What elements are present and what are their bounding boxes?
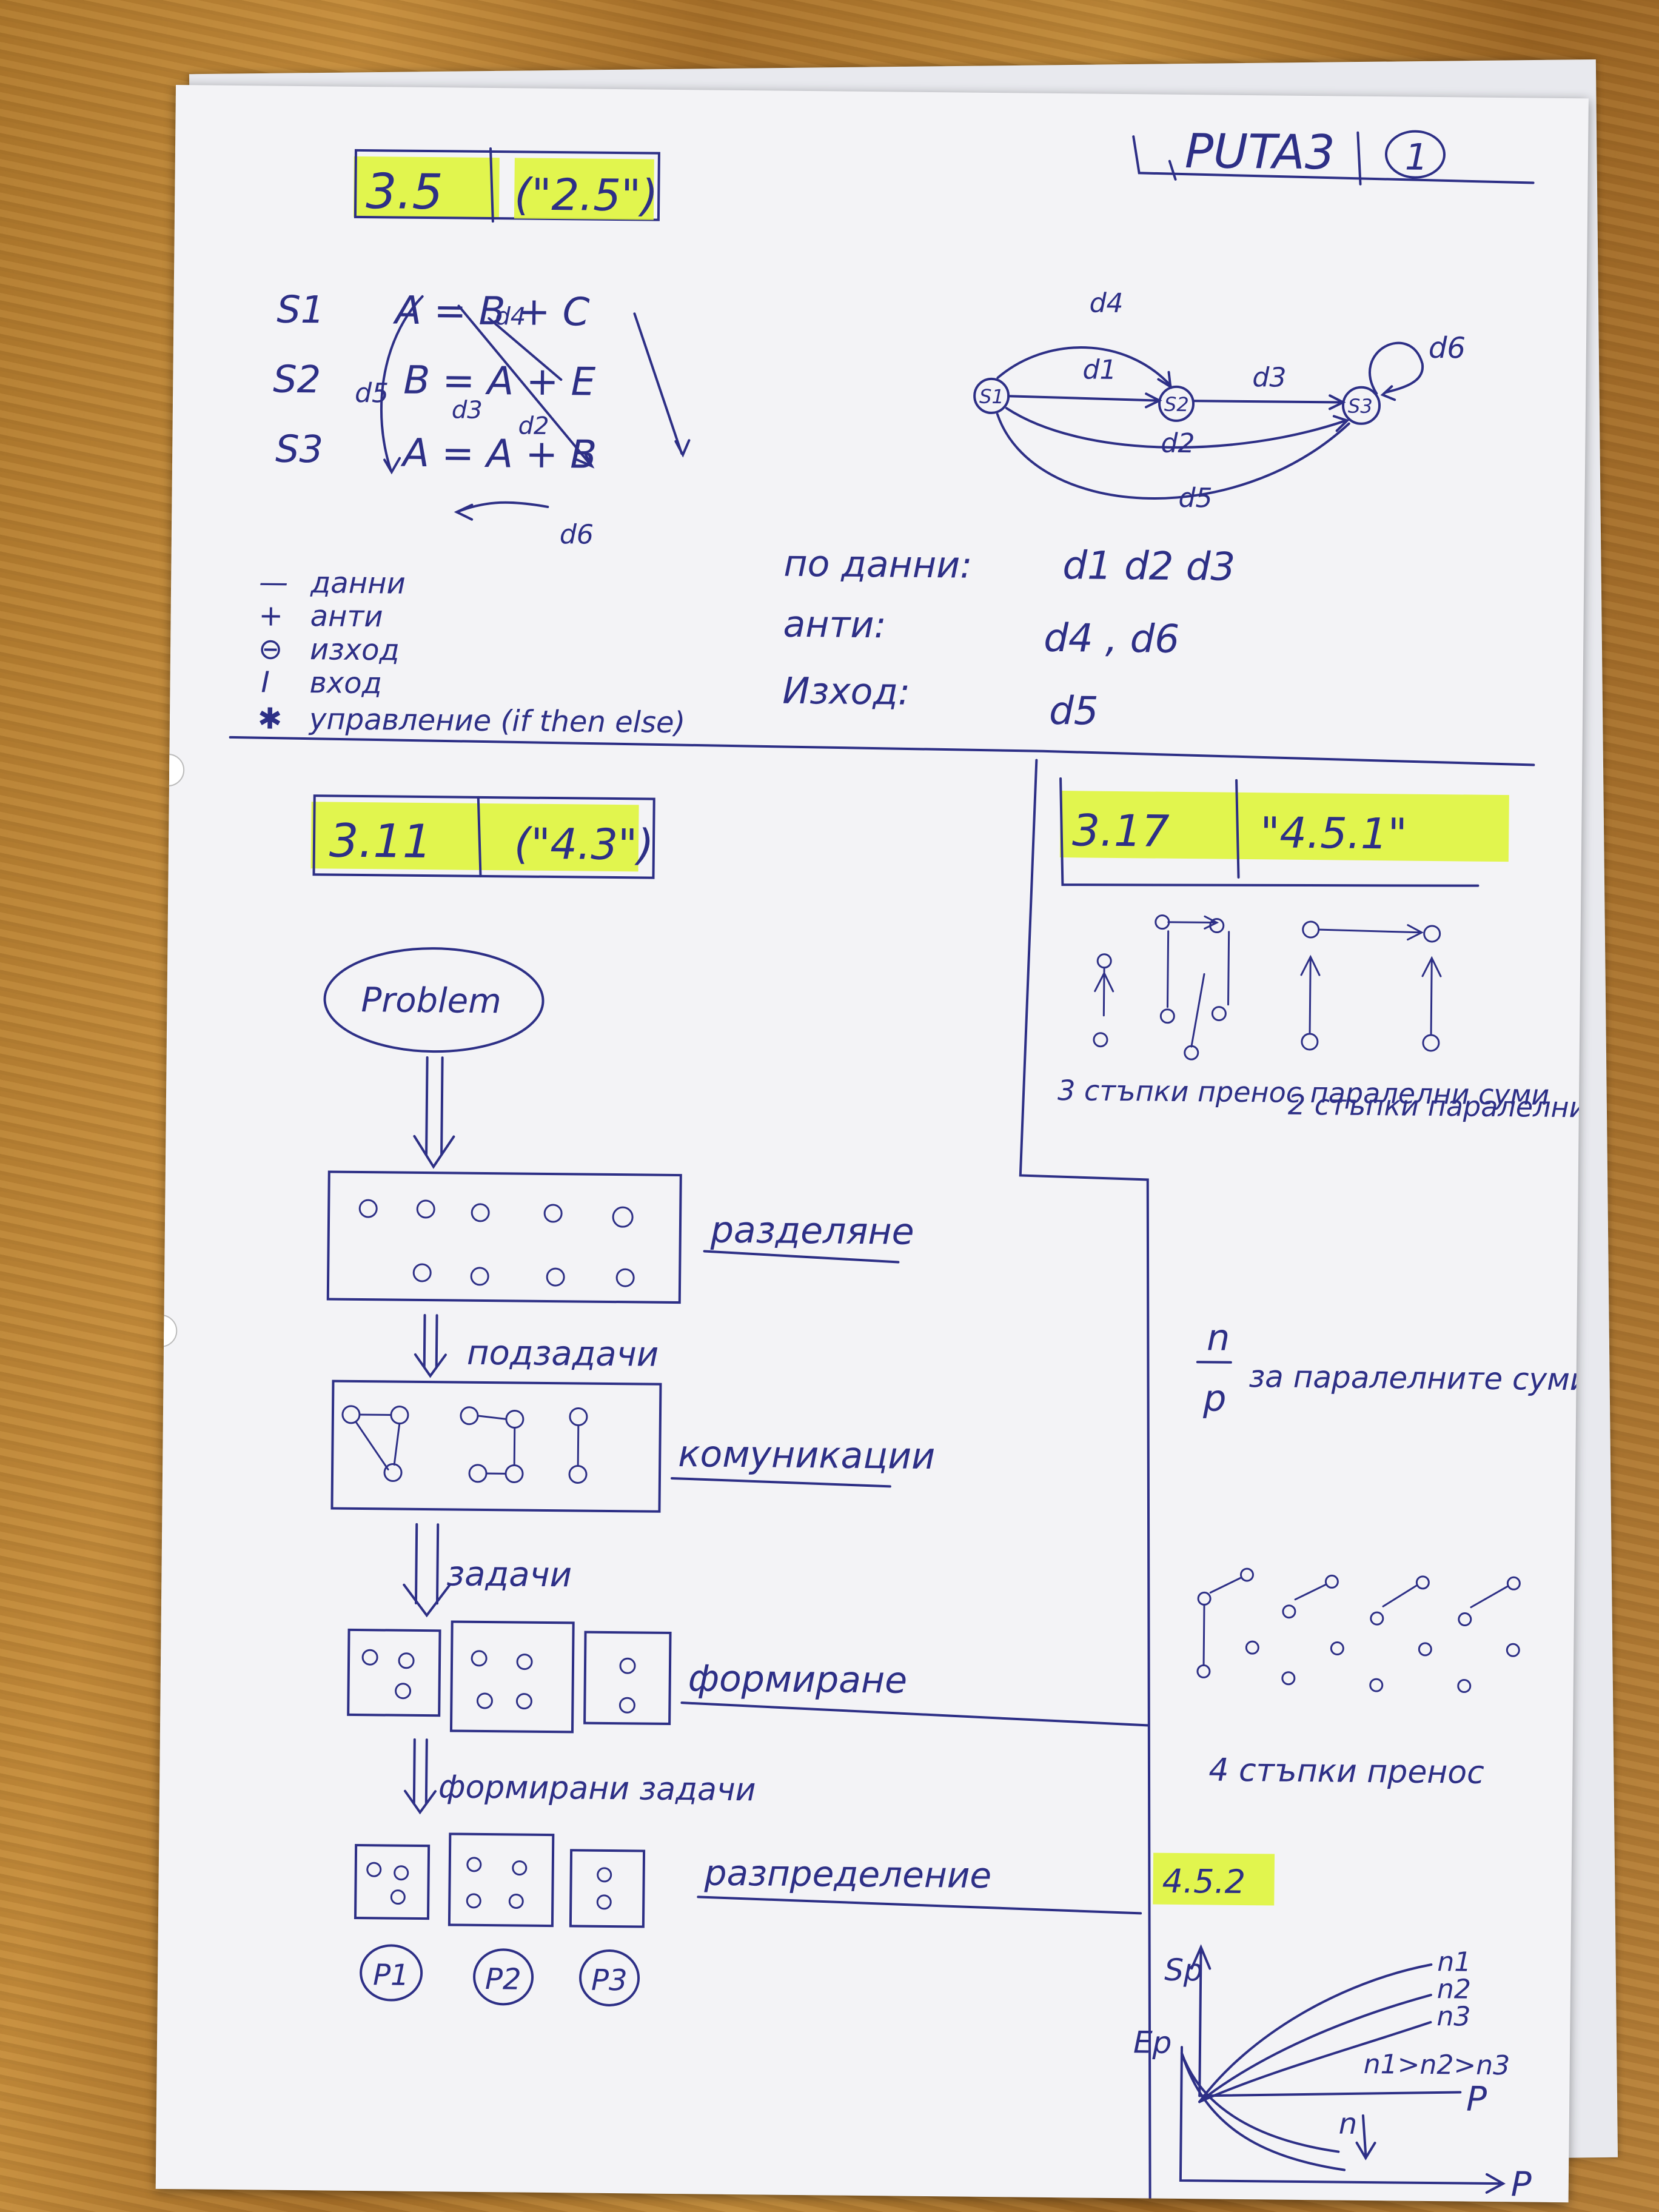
- arrow-label-1: подзадачи: [467, 1333, 659, 1375]
- ref-4-5-2: 4.5.2: [1162, 1862, 1245, 1901]
- section-3-5: 3.5 ("2.5") S1 A = B + C S2 B = A + E S3…: [258, 147, 1466, 740]
- graph-d2: d2: [1161, 428, 1195, 460]
- class-label-2: Изход:: [782, 670, 910, 714]
- stmt-text-s2: B = A + E: [403, 358, 596, 405]
- stage-3: разпределение: [703, 1852, 991, 1896]
- stmt-text-s3: A = A + B: [400, 431, 597, 478]
- class-label-1: анти:: [783, 603, 886, 647]
- graph-d6: d6: [1429, 331, 1466, 366]
- handwritten-notes: PUTA3 1 3.5 ("2.5") S1 A = B + C S2 B = …: [155, 124, 1589, 2202]
- graph-d3: d3: [1252, 362, 1286, 394]
- section-4-5-2: 4.5.2 Sp Ep n1 n2 n3 n1>n2>n3 n P P: [1133, 1852, 1532, 2202]
- legend-label-1: анти: [310, 599, 383, 634]
- curve-relation: n1>n2>n3: [1364, 2049, 1510, 2081]
- note-left: 3 стъпки пренос паралелни суми: [1057, 1074, 1550, 1111]
- subref-2-5: ("2.5"): [514, 169, 659, 221]
- graph-d1: d1: [1082, 354, 1116, 386]
- section-divider: [229, 736, 1535, 766]
- node-s1: S1: [979, 385, 1004, 408]
- node-s2: S2: [1164, 393, 1189, 416]
- edge-d2-stmt: d2: [518, 412, 549, 440]
- n-arrow-label: n: [1339, 2107, 1358, 2141]
- arrow-label-3: формирани задачи: [438, 1769, 756, 1808]
- stage-0: разделяне: [710, 1209, 914, 1253]
- legend-label-4: управление (if then else): [308, 702, 686, 740]
- curve-n3: n3: [1436, 2001, 1470, 2033]
- section-3-11: 3.11 ("4.3") Problem разделяне подзадачи…: [310, 794, 1150, 2007]
- class-value-2: d5: [1049, 689, 1099, 734]
- edge-d6-stmt: d6: [560, 519, 594, 551]
- legend-sym-3: I: [261, 665, 270, 699]
- stmt-label-s3: S3: [275, 427, 324, 472]
- legend-label-2: изход: [310, 632, 400, 667]
- arrow-label-2: задачи: [446, 1554, 572, 1595]
- curve-n1: n1: [1437, 1946, 1471, 1978]
- stmt-label-s2: S2: [273, 357, 321, 402]
- subref-4-5-1: "4.5.1": [1260, 808, 1407, 859]
- edge-d5: d5: [355, 378, 389, 409]
- edge-d4-stmt: d4: [495, 303, 526, 330]
- processor-p3: P3: [591, 1963, 628, 1998]
- class-value-1: d4 , d6: [1044, 616, 1179, 662]
- fraction-denominator: p: [1202, 1377, 1227, 1419]
- class-value-0: d1 d2 d3: [1062, 543, 1235, 590]
- stage-1: комуникации: [678, 1433, 935, 1478]
- node-s3: S3: [1348, 395, 1373, 418]
- processor-p1: P1: [373, 1958, 409, 1992]
- problem-label: Problem: [361, 980, 501, 1021]
- legend-sym-4: ✱: [258, 702, 283, 736]
- x-axis-label-lower: P: [1511, 2165, 1532, 2202]
- subref-4-3: ("4.3"): [514, 819, 654, 870]
- curve-n2: n2: [1437, 1974, 1471, 2005]
- legend-sym-1: +: [258, 598, 283, 632]
- section-3-17: 3.17 "4.5.1" 3 стъпки пренос паралелни с…: [1057, 777, 1589, 1791]
- header-box: PUTA3 1: [1132, 124, 1535, 186]
- note-bottom: 4 стъпки пренос: [1208, 1752, 1484, 1791]
- class-label-0: по данни:: [783, 543, 973, 587]
- processor-p2: P2: [485, 1962, 521, 1997]
- subject-title: PUTA3: [1185, 124, 1335, 180]
- ref-3-5: 3.5: [366, 163, 443, 220]
- page-number: 1: [1405, 136, 1429, 178]
- ep-axis-label: Ep: [1133, 2025, 1172, 2060]
- legend-label-0: данни: [310, 566, 406, 601]
- legend-sym-0: —: [259, 565, 289, 599]
- stage-2: формиране: [688, 1657, 907, 1701]
- legend-sym-2: ⊖: [258, 632, 283, 666]
- stmt-text-s1: A = B + C: [392, 288, 590, 335]
- note-right: 2 стъпки паралелни суми: [1288, 1088, 1589, 1125]
- edge-d3-stmt: d3: [452, 396, 483, 424]
- fraction-text: за паралелните суми: [1248, 1359, 1589, 1397]
- column-divider: [1019, 759, 1151, 2200]
- ref-3-17: 3.17: [1072, 805, 1170, 857]
- ref-3-11: 3.11: [329, 813, 432, 868]
- graph-d5: d5: [1178, 483, 1212, 514]
- paper-sheet: PUTA3 1 3.5 ("2.5") S1 A = B + C S2 B = …: [155, 85, 1589, 2203]
- fraction-numerator: n: [1207, 1316, 1230, 1359]
- x-axis-label-upper: P: [1466, 2080, 1487, 2119]
- graph-d4: d4: [1089, 287, 1123, 319]
- stmt-label-s1: S1: [276, 287, 325, 332]
- legend-label-3: вход: [309, 666, 382, 700]
